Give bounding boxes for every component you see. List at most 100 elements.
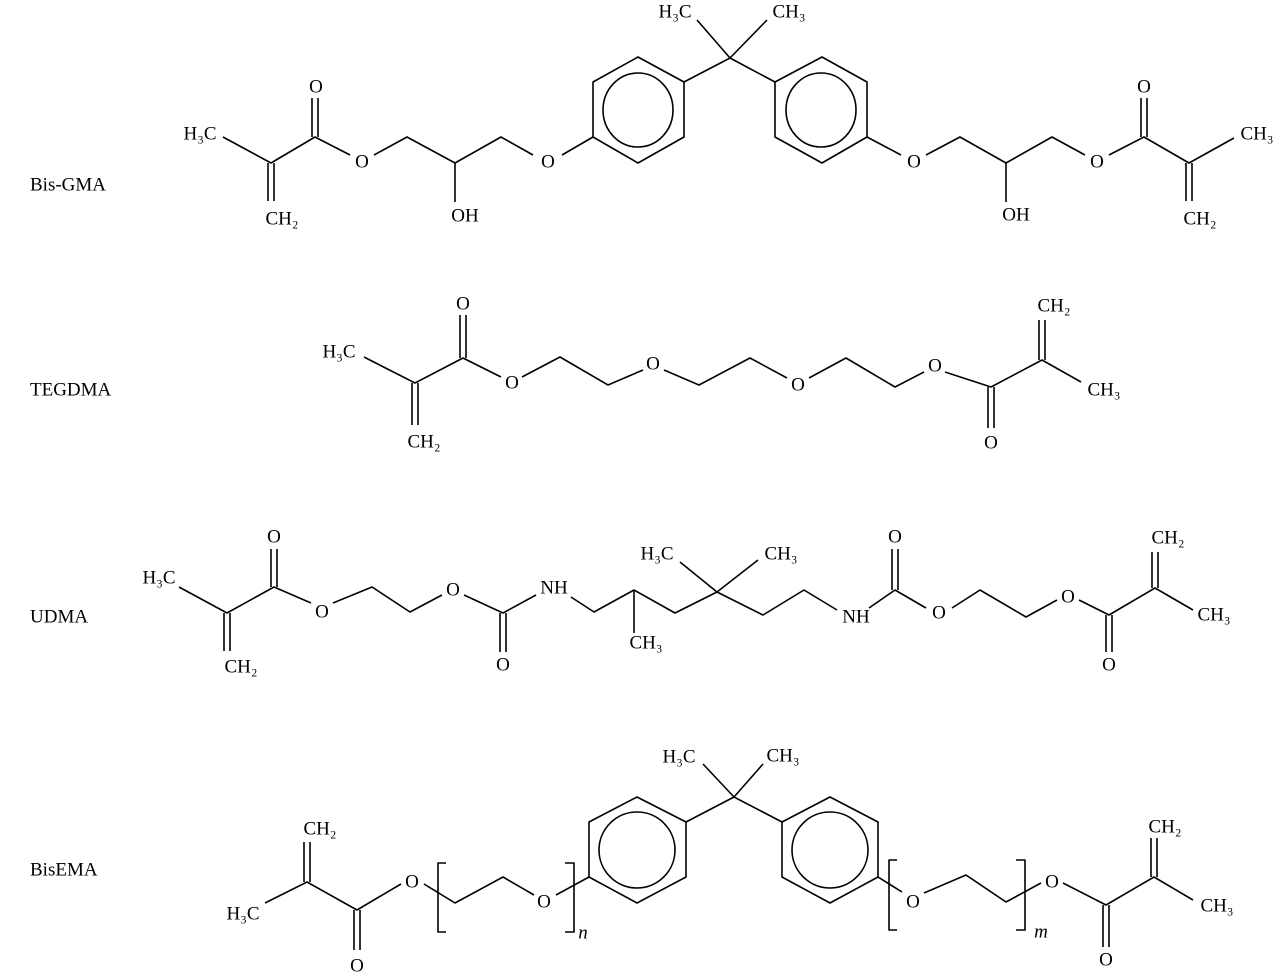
atom-label: O [505,373,519,394]
atom-label: O [537,892,551,913]
repeat-count-n: n [578,923,588,944]
aromatic-circle [785,72,857,148]
atom-label: H₃C [226,904,259,925]
atom-label: CH₂ [1183,209,1216,230]
repeat-bracket-right [565,862,575,933]
atom-label: CH₂ [224,657,257,678]
atom-label: O [355,152,369,173]
atom-label: CH₃ [1200,896,1233,917]
atom-label: CH₃ [1197,605,1230,626]
bond [877,876,903,893]
atom-label: O [315,602,329,623]
bond [696,19,731,59]
bond [733,763,764,798]
atom-label: O [906,892,920,913]
atom-label: OH [451,206,479,227]
aromatic-circle [598,811,676,889]
atom-label: O [888,527,902,548]
bond [264,881,402,911]
molecule-bisema: BisEMA CH₂ [30,746,1234,973]
bond [423,876,535,904]
bond [702,763,735,798]
atom-label: O [496,655,510,676]
atom-label: O [928,356,942,377]
bond [570,589,838,616]
atom-label: H₃C [183,124,216,145]
bond [944,359,1082,388]
bond [925,136,1086,164]
bond [663,357,788,386]
bonds [363,315,1082,428]
atom-label: O [1099,950,1113,971]
atom-label: CH₂ [1037,296,1070,317]
atom-label: CH₂ [265,209,298,230]
atom-label: O [1137,77,1151,98]
molecule-name: TEGDMA [30,380,112,401]
molecule-udma: UDMA H₃C CH₂ O O [30,527,1231,678]
bond [555,876,590,896]
atom-label: CH₃ [629,633,662,654]
atom-label: O [984,433,998,454]
bonds [178,549,1194,652]
atom-label: O [1045,872,1059,893]
atom-label: CH₃ [1240,124,1273,145]
atom-label: O [907,152,921,173]
molecule-bis-gma: Bis-GMA H₃C CH₂ O [30,2,1274,230]
bonds [222,19,1235,202]
bond [679,561,718,593]
bond [1108,136,1235,164]
bond [729,19,768,59]
molecule-name: UDMA [30,607,88,628]
bond [363,356,502,384]
atom-label: O [1090,152,1104,173]
atom-label: O [350,956,364,973]
aromatic-circle [791,811,869,889]
atom-label: H₃C [662,747,695,768]
bond [373,136,534,164]
atom-label: NH [540,578,568,599]
atom-label: NH [842,607,870,628]
atom-label: H₃C [658,2,691,23]
repeat-count-m: m [1034,922,1048,943]
bond [1078,587,1194,616]
bond [951,589,1058,618]
repeat-bracket-left [437,862,446,933]
atom-label: CH₃ [764,544,797,565]
bond [332,586,443,613]
molecule-name: BisEMA [30,860,98,881]
benzene-ring [781,796,879,904]
bond [923,874,1042,903]
atom-label: O [541,152,555,173]
bond [222,136,351,164]
bond [1062,876,1194,906]
atom-label: H₃C [322,342,355,363]
atom-label: O [267,527,281,548]
atom-label: OH [1002,205,1030,226]
atom-label: CH₃ [1087,380,1120,401]
atom-label: CH₃ [772,2,805,23]
atom-label: O [446,580,460,601]
bonds [264,763,1194,950]
atom-label: O [646,354,660,375]
atom-label: CH₂ [303,819,336,840]
atom-label: H₃C [142,568,175,589]
atom-label: O [309,77,323,98]
bond [561,136,594,156]
repeat-bracket-right [1016,859,1026,931]
benzene-ring [588,796,687,904]
aromatic-circle [602,72,674,148]
bond [866,136,902,156]
atom-label: O [791,375,805,396]
molecule-tegdma: TEGDMA H₃C CH₂ O O O O O O CH₂ CH₃ [30,294,1121,454]
repeat-bracket-left [888,859,897,931]
atom-label: O [456,294,470,315]
atom-label: CH₂ [1151,528,1184,549]
bond [521,356,644,386]
molecule-name: Bis-GMA [30,175,106,196]
atom-label: CH₂ [407,432,440,453]
bond [463,594,537,614]
bond [685,796,783,823]
atom-label: O [1061,587,1075,608]
bond [178,586,312,614]
